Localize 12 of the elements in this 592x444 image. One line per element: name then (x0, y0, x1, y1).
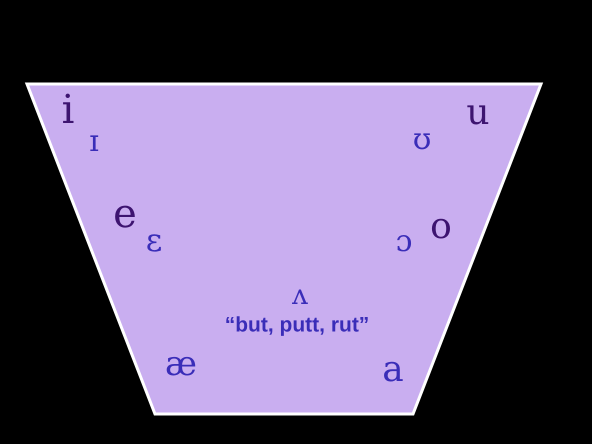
vowel-symbol: i (62, 90, 74, 130)
vowel-symbol: ɛ (146, 224, 162, 256)
vowel-symbol: u (466, 95, 490, 131)
vowel-symbol: ʌ (292, 281, 308, 309)
vowel-symbol: o (430, 209, 452, 245)
example-words: “but, putt, rut” (224, 314, 370, 336)
vowel-symbol: ɔ (396, 227, 412, 257)
vowel-symbol: e (113, 194, 137, 234)
vowel-symbol: æ (165, 347, 197, 381)
vowel-symbol: ʊ (412, 125, 432, 155)
vowel-symbol: a (382, 352, 404, 388)
vowel-symbol: ɪ (89, 127, 99, 157)
